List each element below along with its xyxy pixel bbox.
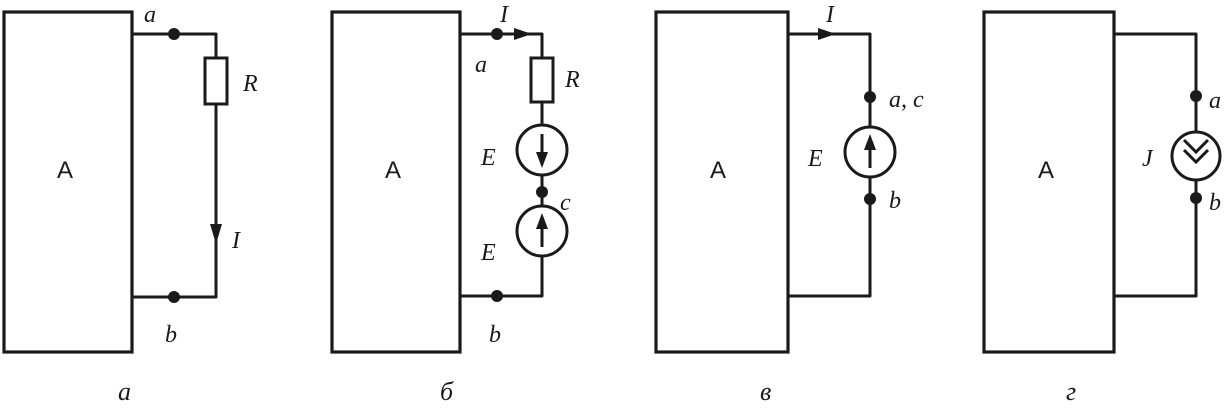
panel-caption: а <box>118 377 131 406</box>
emf-arrowhead-down-icon <box>536 152 548 168</box>
panel-d: A a J b г <box>982 10 1222 406</box>
node-b <box>168 291 180 303</box>
current-arrow-icon <box>818 28 836 40</box>
block-label: A <box>57 157 73 184</box>
active-network-block <box>982 10 1116 354</box>
source-label: J <box>1142 146 1154 172</box>
emf-arrowhead-up-icon <box>864 134 876 150</box>
resistor-label: R <box>242 71 258 97</box>
node-a <box>1190 90 1202 102</box>
current-label: I <box>231 228 241 254</box>
panel-a: A a R I b а <box>2 2 258 406</box>
node-b-label: b <box>165 322 177 348</box>
emf-arrowhead-up-icon <box>536 213 548 229</box>
active-network-block <box>2 10 134 354</box>
panel-caption: в <box>760 377 771 406</box>
resistor <box>529 56 555 104</box>
node-a <box>491 28 503 40</box>
node-b-label: b <box>489 322 501 348</box>
node-c-label: c <box>560 190 571 216</box>
current-source-chevron-upper-icon <box>1182 138 1210 155</box>
block-label: A <box>710 157 726 184</box>
node-b <box>1190 192 1202 204</box>
resistor-label: R <box>564 67 580 93</box>
panel-b: A I a R E c E b б <box>330 2 580 406</box>
node-b-label: b <box>1209 190 1221 216</box>
node-ac-label: a, c <box>889 87 924 113</box>
panel-c: A I a, c E b в <box>654 2 924 406</box>
node-a-label: a <box>1209 88 1221 114</box>
current-label: I <box>825 2 835 28</box>
node-a-label: a <box>475 52 487 78</box>
node-a <box>168 28 180 40</box>
node-b <box>491 290 503 302</box>
current-label: I <box>499 2 509 28</box>
node-c <box>536 186 548 198</box>
emf-label: E <box>807 146 823 172</box>
node-ac <box>864 91 876 103</box>
emf-lower-label: E <box>480 240 496 266</box>
block-label: A <box>385 157 401 184</box>
active-network-block <box>330 10 462 354</box>
current-source <box>1170 130 1222 182</box>
wire-circuit <box>460 32 544 298</box>
node-b-label: b <box>889 188 901 214</box>
emf-upper-label: E <box>480 145 496 171</box>
current-arrow-icon <box>210 224 222 244</box>
panel-caption: б <box>440 377 454 406</box>
active-network-block <box>654 10 790 354</box>
node-b <box>864 193 876 205</box>
panel-caption: г <box>1066 377 1076 406</box>
resistor <box>203 56 229 106</box>
node-a-label: a <box>144 2 156 28</box>
block-label: A <box>1038 157 1054 184</box>
current-source-chevron-lower-icon <box>1182 148 1210 165</box>
wire-circuit <box>132 32 218 299</box>
current-arrow-icon <box>514 28 532 40</box>
